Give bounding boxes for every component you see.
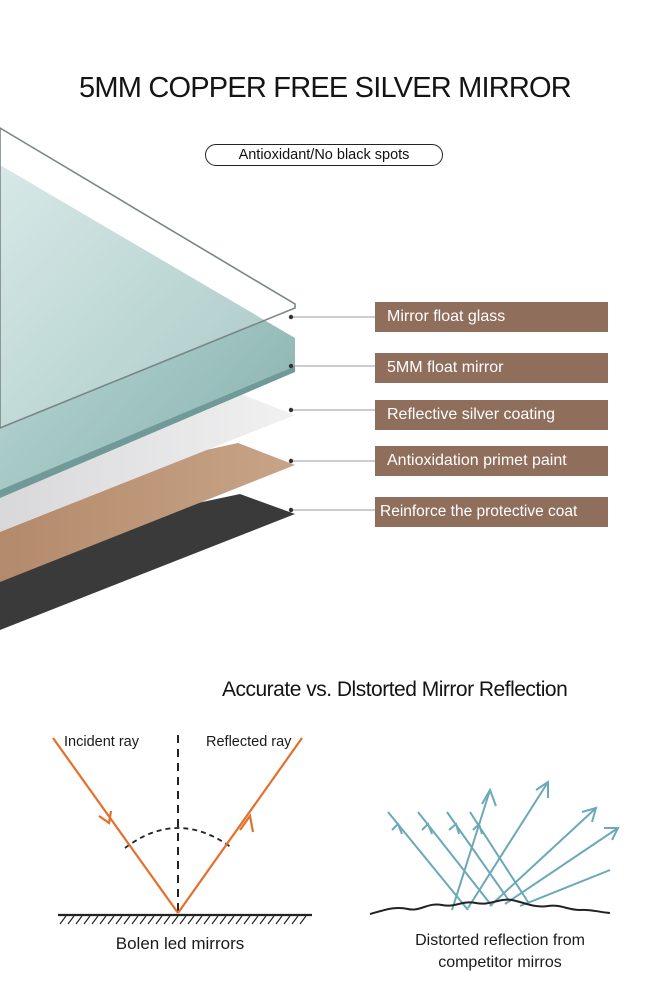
leader-dot <box>288 363 294 369</box>
incident-ray <box>52 737 179 914</box>
layer-float-mirror <box>0 165 295 490</box>
incident-ray-label: Incident ray <box>64 734 139 750</box>
leader-dot <box>288 314 294 320</box>
reflection-diagrams <box>52 735 620 925</box>
page-title: 5MM COPPER FREE SILVER MIRROR <box>79 72 572 104</box>
leader-dot <box>288 407 294 413</box>
distorted-reflected-ray <box>467 781 549 909</box>
reflected-ray-arrow <box>239 813 255 833</box>
reflected-ray-label: Reflected ray <box>206 734 292 750</box>
layer-label-primer-paint: Antioxidation primet paint <box>375 446 608 476</box>
reflected-ray <box>177 737 303 914</box>
layer-label-float-mirror: 5MM float mirror <box>375 353 608 383</box>
accurate-caption: Bolen led mirrors <box>115 934 245 953</box>
distorted-reflected-ray <box>489 807 597 907</box>
incident-ray-arrow <box>98 810 113 825</box>
layer-protective-coat <box>0 494 295 630</box>
leader-dot <box>288 507 294 513</box>
leader-dot <box>288 458 294 464</box>
mirror-layers-illustration <box>0 127 375 630</box>
layer-label-float-glass: Mirror float glass <box>375 302 608 332</box>
feature-badge: Antioxidant/No black spots <box>205 144 443 166</box>
distorted-reflected-ray <box>519 869 611 907</box>
leader-lines <box>291 316 375 511</box>
distorted-incident-ray <box>387 811 469 911</box>
accurate-reflection-diagram <box>52 735 312 925</box>
rough-mirror-surface <box>369 898 611 915</box>
section-heading: Accurate vs. Dlstorted Mirror Reflection <box>222 678 568 701</box>
distorted-reflected-ray <box>451 789 491 911</box>
layer-label-silver-coating: Reflective silver coating <box>375 400 608 430</box>
distorted-reflected-ray <box>504 827 619 905</box>
layer-label-protective-coat: Reinforce the protective coat <box>375 497 608 527</box>
distorted-reflection-diagram <box>387 780 620 911</box>
distorted-caption-line-2: competitor mirros <box>438 954 562 971</box>
layer-primer-paint <box>0 443 295 582</box>
layer-float-glass <box>0 127 296 429</box>
distorted-caption-line-1: Distorted reflection from <box>415 932 585 949</box>
